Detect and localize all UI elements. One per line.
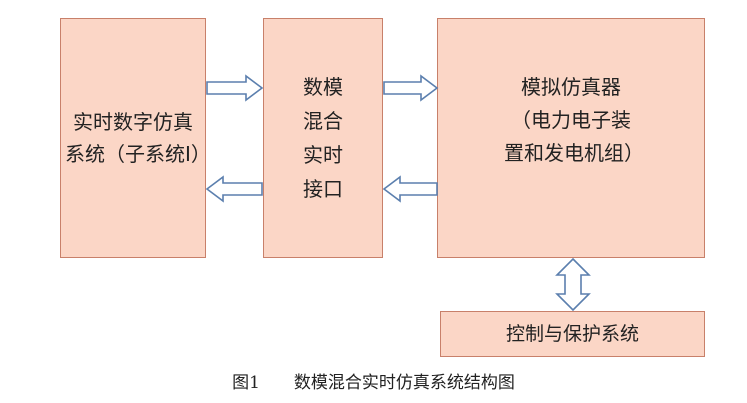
figure-number: 图1 bbox=[232, 373, 260, 393]
arrow-digital-to-interface bbox=[206, 74, 264, 102]
figure-caption: 图1 数模混合实时仿真系统结构图 bbox=[0, 368, 747, 393]
realtime-digital-simulation-label: 实时数字仿真系统（子系统Ⅰ） bbox=[65, 110, 211, 166]
hybrid-realtime-interface-label: 数模混合实时接口 bbox=[303, 75, 343, 201]
arrow-interface-to-analog bbox=[383, 74, 439, 102]
arrow-analog-to-interface bbox=[382, 175, 438, 203]
realtime-digital-simulation-block: 实时数字仿真系统（子系统Ⅰ） bbox=[60, 18, 211, 258]
control-protection-block: 控制与保护系统 bbox=[440, 311, 705, 357]
figure-title: 数模混合实时仿真系统结构图 bbox=[293, 373, 515, 393]
arrow-analog-control-bidirectional bbox=[555, 257, 591, 312]
arrow-interface-to-digital bbox=[205, 175, 263, 203]
hybrid-realtime-interface-block: 数模混合实时接口 bbox=[263, 18, 383, 258]
analog-simulator-label: 模拟仿真器（电力电子装置和发电机组） bbox=[504, 75, 644, 165]
analog-simulator-block: 模拟仿真器（电力电子装置和发电机组） bbox=[437, 18, 705, 258]
control-protection-label: 控制与保护系统 bbox=[505, 323, 639, 345]
